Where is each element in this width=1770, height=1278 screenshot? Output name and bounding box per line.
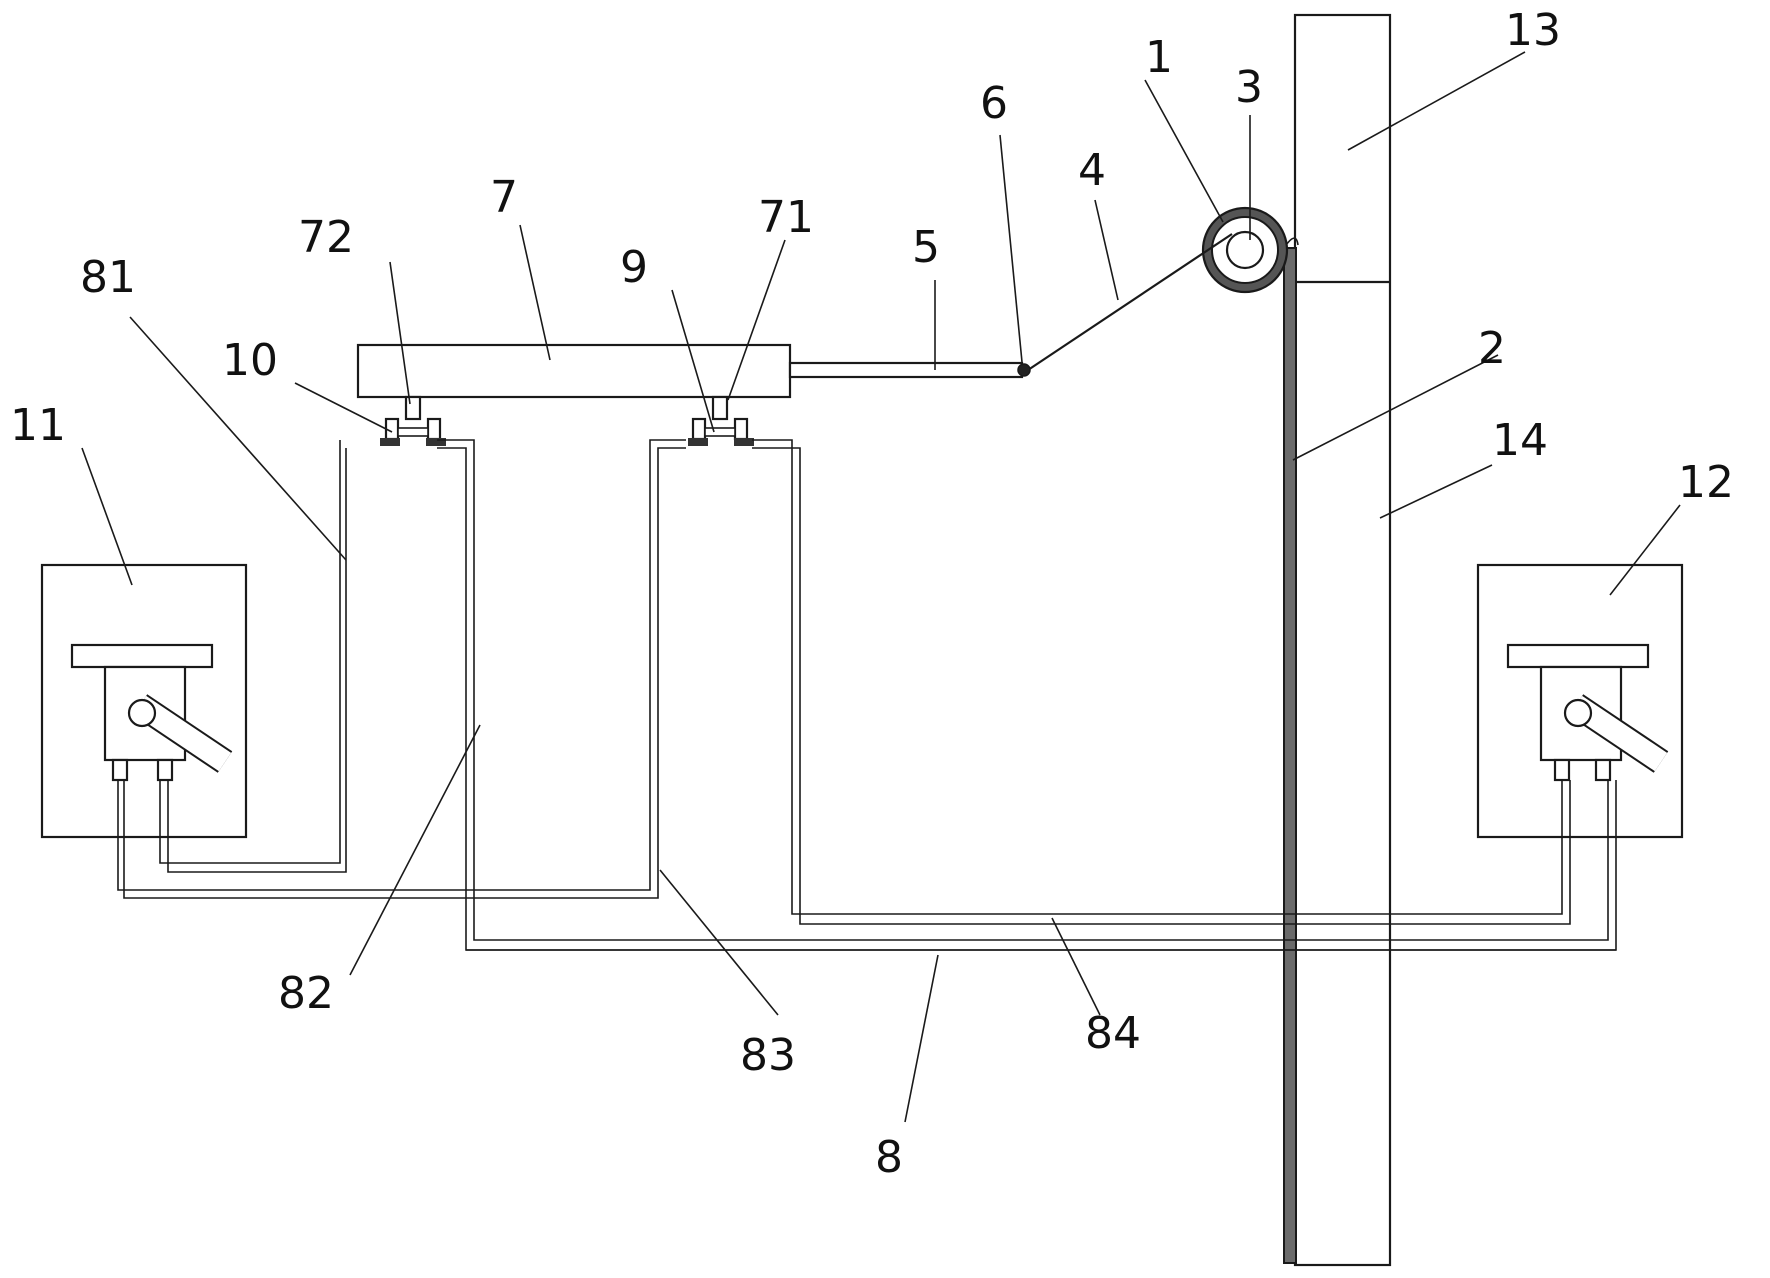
label-7: 7 [490,172,518,223]
vertical-post [1293,13,1392,1267]
port-72 [380,395,446,446]
reference-labels: 1 3 6 4 5 7 71 72 9 81 10 11 12 13 2 14 … [10,5,1734,1183]
pipe-81 [159,440,347,873]
control-box-11 [40,563,248,839]
label-2: 2 [1478,323,1506,374]
pulley-axle [1225,230,1265,270]
label-10: 10 [222,335,278,386]
lever-handle-icon [127,694,233,773]
label-71: 71 [758,192,814,243]
label-72: 72 [298,212,354,263]
label-13: 13 [1505,5,1561,56]
pipe-82 [437,439,1617,951]
control-box-12 [1476,563,1684,839]
label-9: 9 [620,242,648,293]
piston-rod [788,361,1031,379]
cable [1027,233,1233,371]
lever-handle-icon [1563,694,1669,773]
label-8: 8 [875,1132,903,1183]
label-12: 12 [1678,457,1734,508]
label-81: 81 [80,252,136,303]
port-71 [688,395,754,446]
label-5: 5 [912,222,940,273]
rod-connector [1017,363,1031,377]
cylinder-body [356,343,792,399]
label-3: 3 [1235,62,1263,113]
label-1: 1 [1145,32,1173,83]
label-6: 6 [980,78,1008,129]
label-82: 82 [278,968,334,1019]
pulley-wheel [1201,206,1289,294]
pipe-83 [117,439,686,899]
label-4: 4 [1078,145,1106,196]
leader-lines [81,51,1681,1123]
pipe-84 [752,439,1571,925]
vertical-rope [1283,237,1299,1264]
label-83: 83 [740,1030,796,1081]
label-84: 84 [1085,1008,1141,1059]
label-14: 14 [1492,415,1548,466]
label-11: 11 [10,400,66,451]
